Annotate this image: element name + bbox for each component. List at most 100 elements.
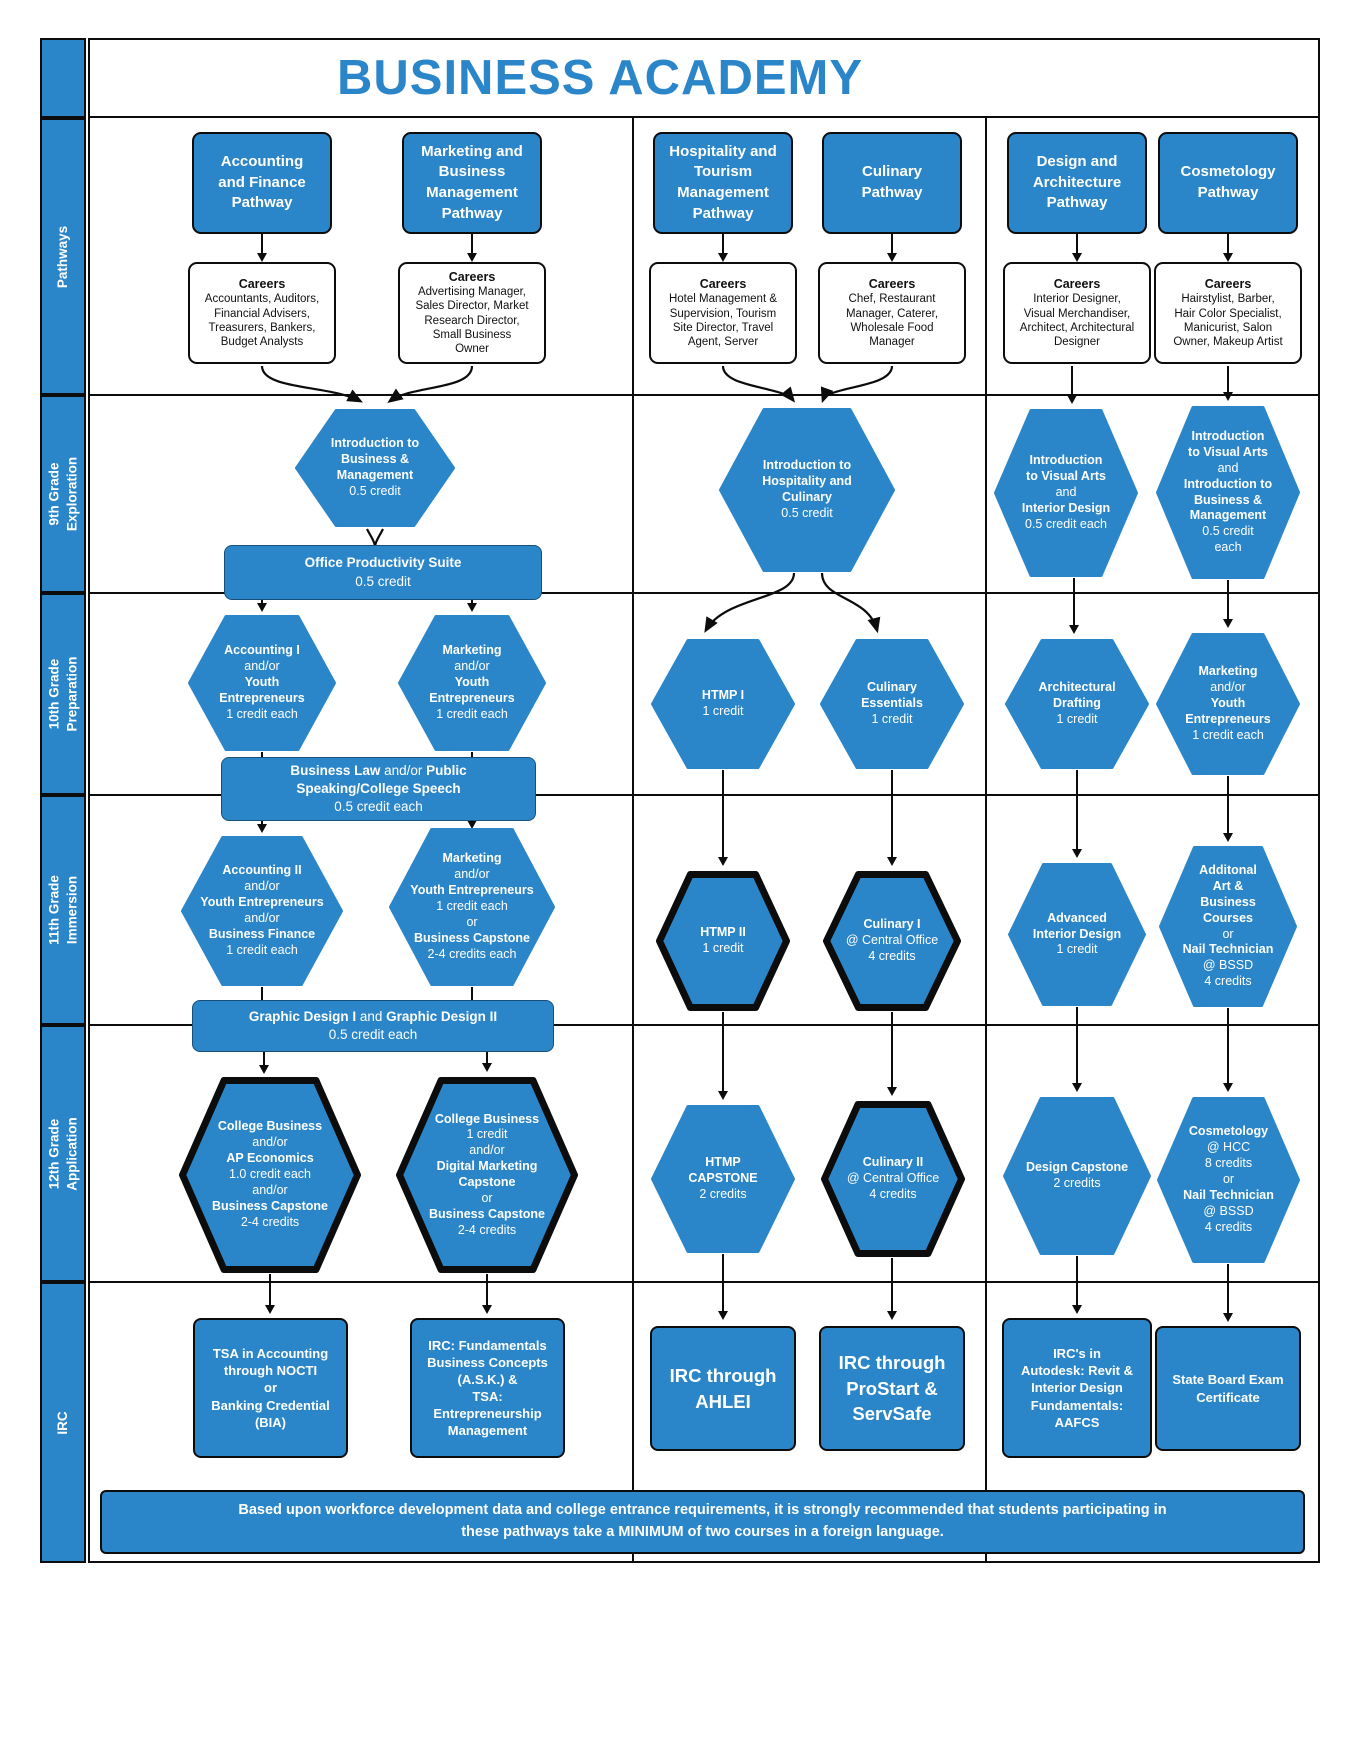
flow-connector [471, 987, 473, 1000]
page-title: BUSINESS ACADEMY [336, 51, 864, 105]
flow-connector [471, 752, 473, 757]
flow-arrow [257, 234, 267, 262]
grid-frame [88, 38, 1320, 1563]
grid-line-horizontal [88, 794, 1320, 796]
hexagon-shape [389, 828, 555, 986]
flow-arrow [1072, 234, 1082, 262]
flow-arrow [1223, 1264, 1233, 1322]
flow-arrow [887, 1012, 897, 1096]
flow-arrow [265, 1274, 275, 1314]
hexagon-shape [188, 615, 336, 751]
hexagon-shape [179, 1077, 361, 1273]
hexagon-shape [994, 409, 1138, 577]
flow-arrow [1223, 776, 1233, 842]
flow-arrow [467, 234, 477, 262]
row-label-pathways: Pathways [40, 118, 86, 395]
flow-arrow [257, 600, 267, 612]
flow-arrow [718, 770, 728, 866]
flow-arrow [482, 1274, 492, 1314]
hexagon-shape [651, 1105, 795, 1253]
flow-arrow [887, 770, 897, 866]
hexagon-shape [181, 836, 343, 986]
hexagon-shape [398, 615, 546, 751]
hexagon-shape [719, 408, 895, 572]
grid-line-horizontal [88, 1024, 1320, 1026]
footnote-bar: Based upon workforce development data an… [100, 1490, 1305, 1554]
hexagon-shape [295, 409, 455, 527]
flow-arrow [1223, 366, 1233, 401]
flow-connector [261, 987, 263, 1000]
hexagon-shape [396, 1077, 578, 1273]
hexagon-shape [1003, 1097, 1151, 1255]
hexagon-shape [1157, 1097, 1300, 1263]
hexagon-shape [820, 639, 964, 769]
flow-arrow [467, 600, 477, 612]
flow-arrow [259, 1052, 269, 1074]
flow-arrow [1072, 1256, 1082, 1314]
row-label-text: IRC [55, 1410, 71, 1435]
hexagon-shape [651, 639, 795, 769]
flow-arrow [1067, 366, 1077, 404]
hexagon-shape [821, 1101, 965, 1257]
grid-line-horizontal [88, 1281, 1320, 1283]
flow-arrow [718, 1254, 728, 1320]
flow-arrow [887, 234, 897, 262]
flow-arrow [1069, 578, 1079, 634]
grid-line-horizontal [88, 592, 1320, 594]
flow-arrow [482, 1052, 492, 1072]
grid-line-horizontal [88, 116, 1320, 118]
